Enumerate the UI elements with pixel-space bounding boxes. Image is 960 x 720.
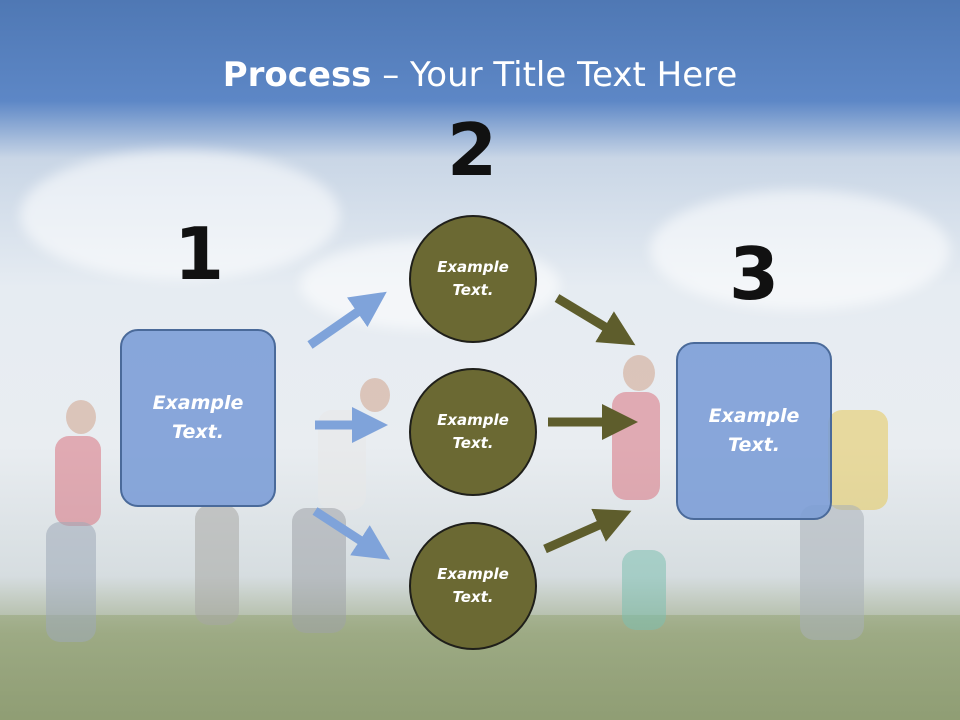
- circle-1-text-line2: Text.: [452, 281, 494, 299]
- person-figure: [195, 505, 239, 625]
- step-1-text-line1: Example: [152, 392, 244, 414]
- step-1-box: Example Text.: [120, 329, 276, 507]
- step-2-circle-1: Example Text.: [409, 215, 537, 343]
- step-3-text-line2: Text.: [728, 434, 780, 456]
- cloud-shape: [20, 150, 340, 280]
- step-3-text-line1: Example: [708, 405, 800, 427]
- step-2-circle-2: Example Text.: [409, 368, 537, 496]
- cloud-shape: [650, 190, 950, 310]
- step-number-3: 3: [728, 232, 780, 316]
- circle-3-text-line2: Text.: [452, 588, 494, 606]
- arrow-to-circle-3: [312, 507, 391, 560]
- title-rest: – Your Title Text Here: [371, 55, 738, 95]
- person-figure: [46, 522, 96, 642]
- circle-2-text-line1: Example: [437, 411, 509, 429]
- person-figure: [55, 436, 101, 526]
- arrow-to-circle-1: [307, 291, 387, 349]
- step-3-box: Example Text.: [676, 342, 832, 520]
- circle-1-text-line1: Example: [437, 258, 509, 276]
- circle-2-text-line2: Text.: [452, 434, 494, 452]
- arrow-from-circle-1: [554, 294, 636, 346]
- step-number-2: 2: [446, 108, 498, 192]
- slide-title: Process – Your Title Text Here: [0, 55, 960, 95]
- person-head: [66, 400, 96, 434]
- title-bold: Process: [222, 55, 372, 95]
- person-figure: [622, 550, 666, 630]
- circle-3-text-line1: Example: [437, 565, 509, 583]
- person-head: [360, 378, 390, 412]
- step-1-text-line2: Text.: [172, 421, 224, 443]
- person-head: [623, 355, 655, 391]
- person-figure: [800, 505, 864, 640]
- arrow-from-circle-3: [543, 508, 632, 554]
- step-2-circle-3: Example Text.: [409, 522, 537, 650]
- person-figure: [828, 410, 888, 510]
- step-number-1: 1: [173, 212, 225, 296]
